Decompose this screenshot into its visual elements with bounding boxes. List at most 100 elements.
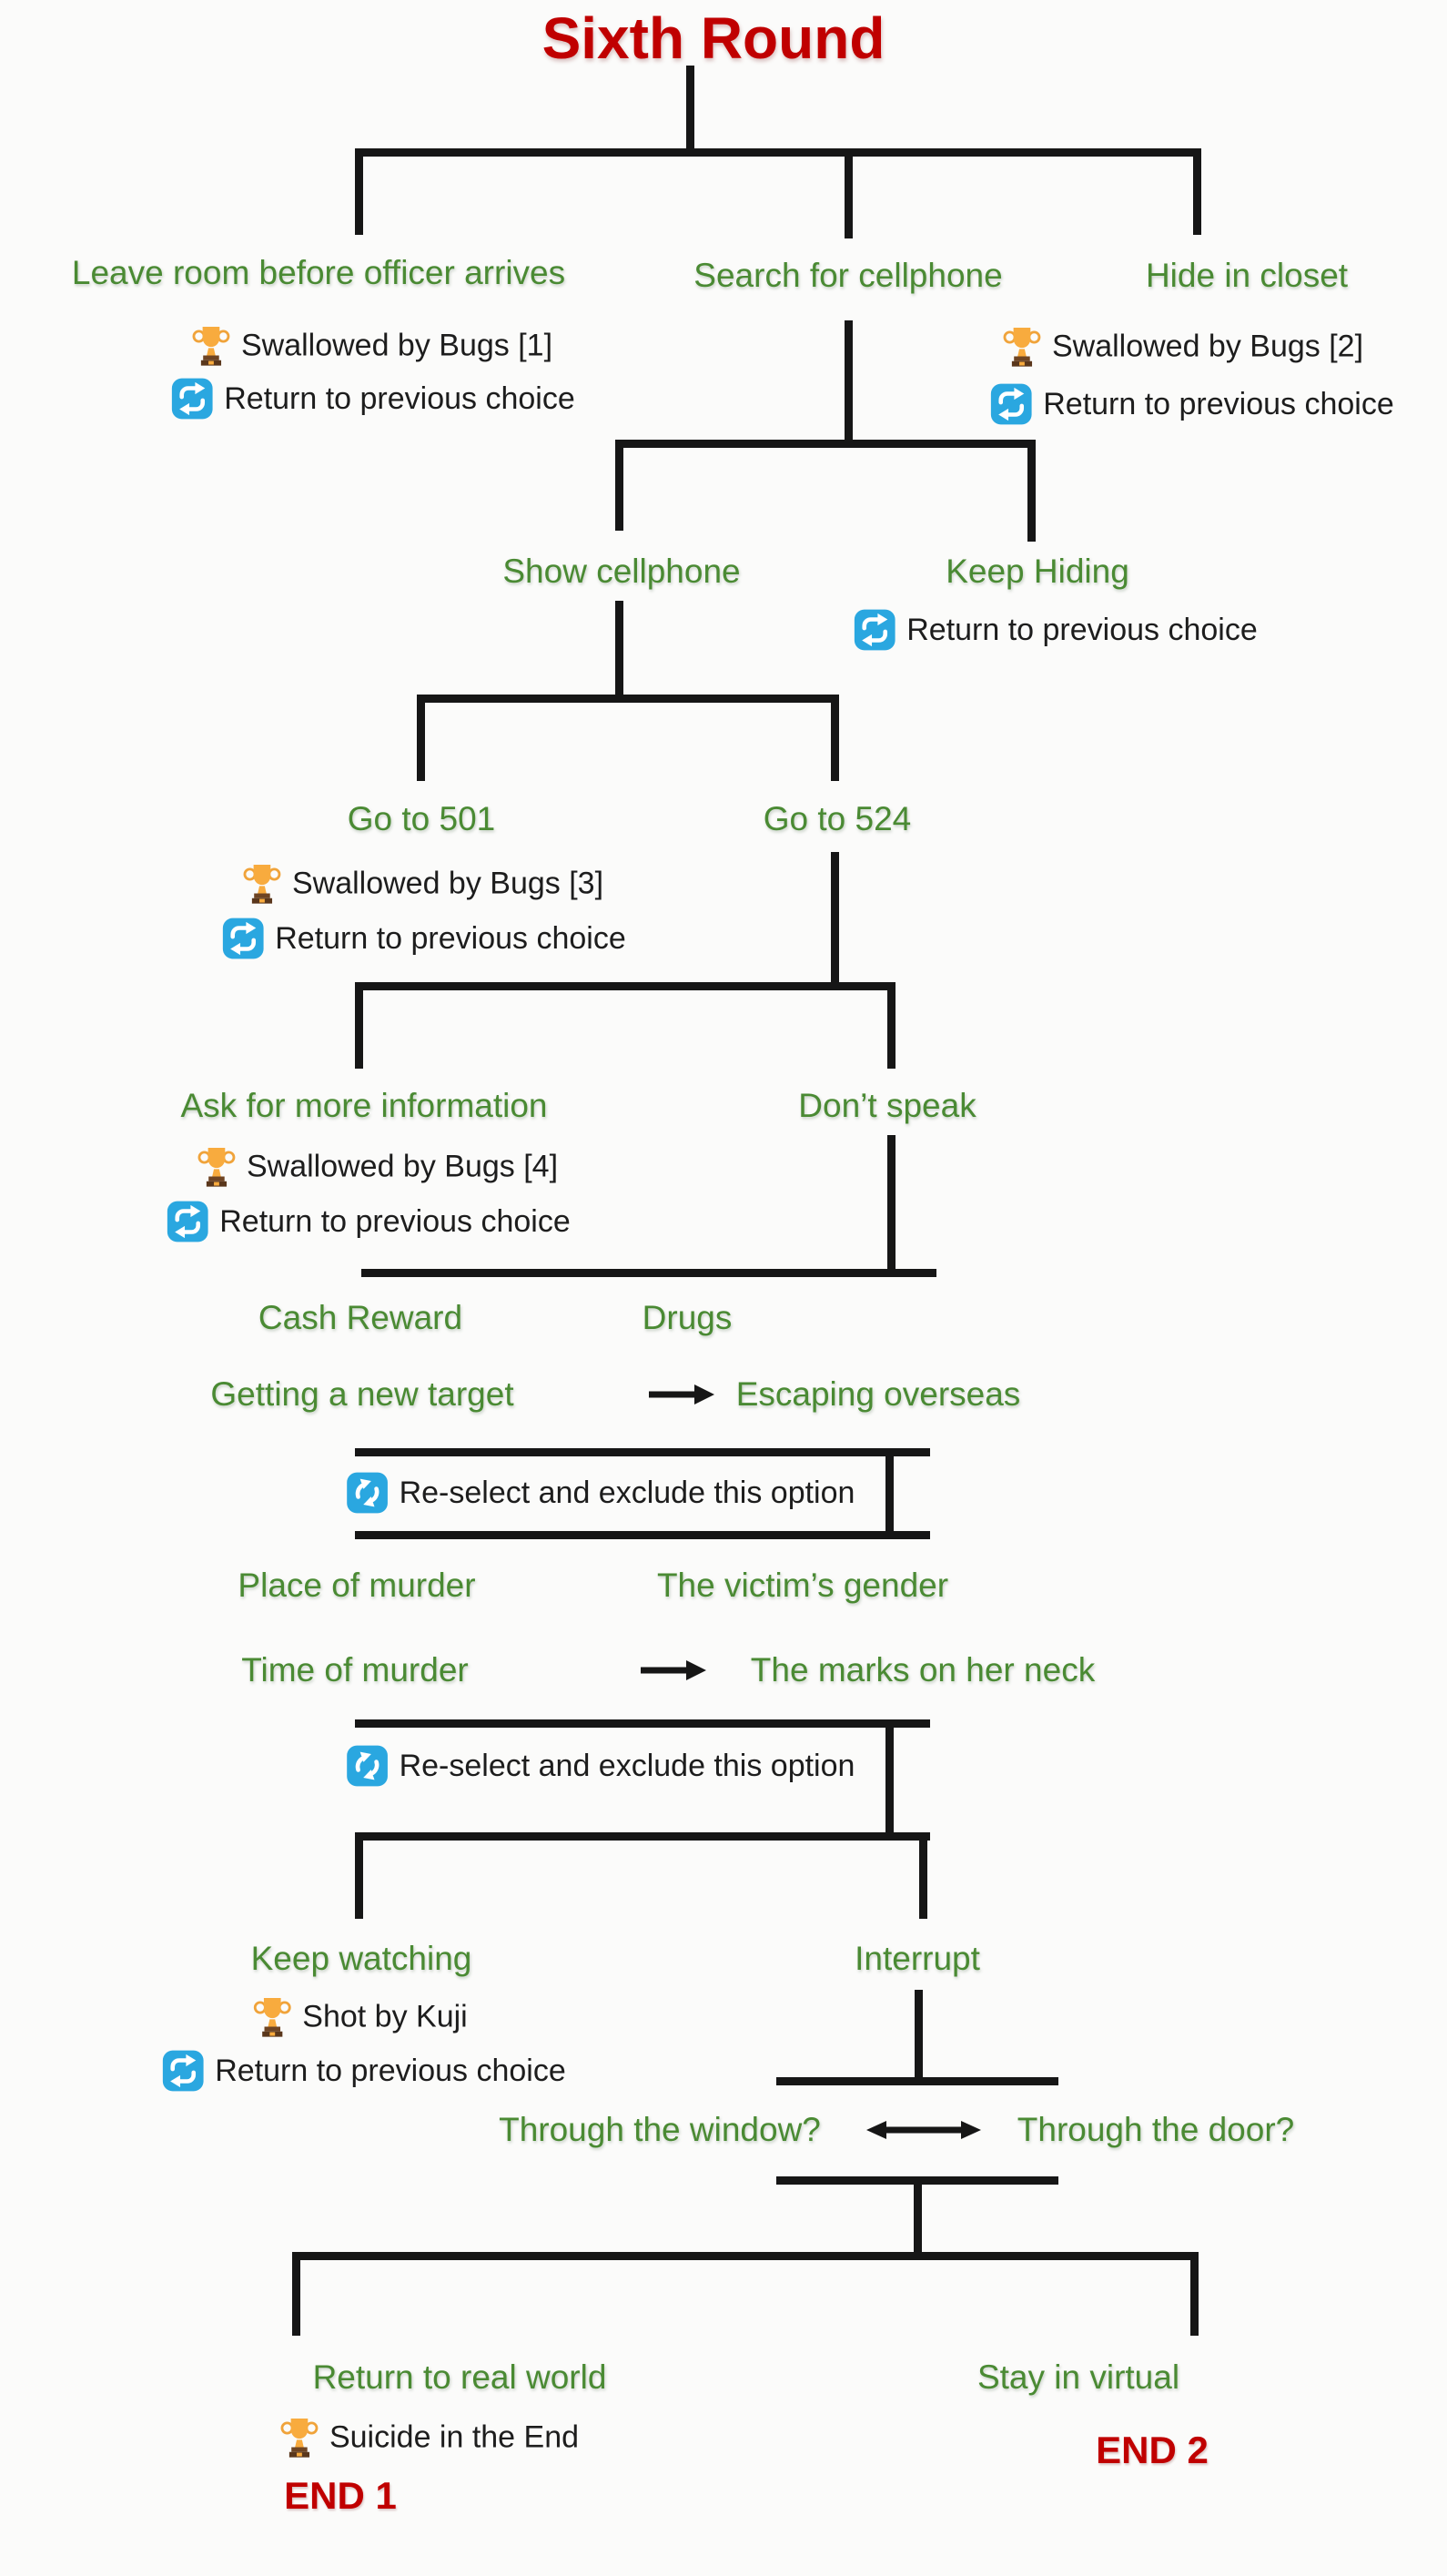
trophy-icon [1003, 326, 1041, 369]
tree-connector [1190, 2252, 1199, 2336]
tree-connector [615, 440, 623, 531]
return-label: Return to previous choice [1043, 386, 1394, 421]
return-label: Return to previous choice [215, 2053, 566, 2088]
return-note: Return to previous choice [162, 2050, 566, 2092]
tree-connector [776, 2077, 1058, 2085]
trophy-icon [192, 325, 230, 368]
choice-keep-hiding: Keep Hiding [946, 553, 1129, 590]
tree-connector [845, 148, 853, 238]
tree-connector [615, 601, 623, 703]
tree-connector [831, 852, 839, 990]
tree-connector [887, 982, 896, 1069]
choice-keep-watching: Keep watching [250, 1940, 472, 1977]
choice-through-door: Through the door? [1017, 2111, 1295, 2148]
tree-connector [355, 1832, 363, 1919]
ending-1-badge: END 1 [284, 2474, 397, 2517]
return-note: Return to previous choice [990, 383, 1394, 425]
repeat-icon [990, 383, 1032, 425]
topic-marks-neck: The marks on her neck [750, 1651, 1096, 1689]
achievement-swallowed-3: Swallowed by Bugs [3] [243, 863, 603, 906]
return-label: Return to previous choice [219, 1203, 571, 1239]
tree-connector [355, 1448, 930, 1456]
achievement-shot-by-kuji: Shot by Kuji [253, 1996, 468, 2039]
refresh-icon [347, 1472, 389, 1514]
choice-go-524: Go to 524 [763, 800, 912, 837]
achievement-suicide-end: Suicide in the End [280, 2417, 579, 2459]
choice-go-501: Go to 501 [347, 800, 496, 837]
return-note: Return to previous choice [171, 378, 575, 420]
choice-through-window: Through the window? [499, 2111, 821, 2148]
choice-leave-room: Leave room before officer arrives [71, 254, 566, 291]
tree-connector [885, 1719, 894, 1841]
trophy-icon [243, 863, 281, 906]
achievement-label: Swallowed by Bugs [2] [1051, 329, 1364, 364]
achievement-label: Swallowed by Bugs [3] [291, 866, 604, 901]
return-label: Return to previous choice [224, 380, 575, 416]
topic-cash-reward: Cash Reward [258, 1299, 463, 1336]
repeat-icon [162, 2050, 204, 2092]
tree-connector [355, 148, 1201, 157]
tree-connector [355, 1531, 930, 1539]
topic-escaping-overseas: Escaping overseas [735, 1375, 1021, 1413]
reselect-note: Re-select and exclude this option [347, 1472, 855, 1514]
tree-connector [914, 2176, 922, 2260]
tree-connector [361, 1269, 936, 1277]
repeat-icon [171, 378, 213, 420]
topic-place-murder: Place of murder [238, 1567, 476, 1604]
tree-connector [885, 1448, 894, 1539]
tree-connector [417, 695, 839, 703]
trophy-icon [280, 2417, 319, 2459]
achievement-label: Suicide in the End [329, 2419, 580, 2455]
ending-2-badge: END 2 [1096, 2429, 1209, 2471]
repeat-icon [854, 609, 896, 651]
repeat-icon [167, 1201, 208, 1242]
tree-connector [292, 2252, 1199, 2260]
double-arrow-icon [866, 2119, 981, 2141]
choice-search-cellphone: Search for cellphone [693, 257, 1003, 294]
tree-connector [915, 1990, 923, 2085]
page-title: Sixth Round [541, 5, 885, 71]
tree-connector [615, 440, 1036, 448]
choice-dont-speak: Don’t speak [798, 1087, 976, 1124]
achievement-swallowed-2: Swallowed by Bugs [2] [1003, 326, 1363, 369]
choice-ask-info: Ask for more information [180, 1087, 548, 1124]
tree-connector [355, 148, 363, 235]
refresh-icon [347, 1745, 389, 1787]
achievement-label: Swallowed by Bugs [1] [240, 328, 553, 363]
tree-connector [831, 695, 839, 781]
tree-connector [355, 982, 896, 990]
return-label: Return to previous choice [906, 612, 1258, 647]
reselect-label: Re-select and exclude this option [399, 1748, 855, 1783]
topic-drugs: Drugs [642, 1299, 733, 1336]
trophy-icon [197, 1146, 236, 1189]
return-note: Return to previous choice [167, 1201, 571, 1242]
achievement-swallowed-1: Swallowed by Bugs [1] [192, 325, 552, 368]
topic-time-murder: Time of murder [241, 1651, 469, 1689]
tree-connector [417, 695, 425, 781]
repeat-icon [222, 918, 264, 959]
tree-connector [845, 320, 853, 448]
reselect-note: Re-select and exclude this option [347, 1745, 855, 1787]
return-label: Return to previous choice [275, 920, 626, 956]
return-note: Return to previous choice [854, 609, 1258, 651]
tree-connector [1027, 440, 1036, 542]
topic-victims-gender: The victim’s gender [656, 1567, 949, 1604]
tree-connector [919, 1832, 927, 1919]
reselect-label: Re-select and exclude this option [399, 1475, 855, 1510]
return-note: Return to previous choice [222, 918, 626, 959]
achievement-label: Shot by Kuji [302, 1999, 468, 2034]
choice-hide-closet: Hide in closet [1145, 257, 1349, 294]
tree-connector [355, 1719, 930, 1728]
tree-connector [686, 66, 694, 153]
choice-interrupt: Interrupt [855, 1940, 980, 1977]
choice-show-cellphone: Show cellphone [502, 553, 741, 590]
choice-stay-virtual: Stay in virtual [976, 2358, 1180, 2396]
tree-connector [887, 1135, 896, 1277]
right-arrow-icon [649, 1384, 714, 1405]
right-arrow-icon [641, 1660, 706, 1680]
achievement-label: Swallowed by Bugs [4] [246, 1149, 559, 1184]
tree-connector [1193, 148, 1201, 235]
tree-connector [355, 982, 363, 1069]
achievement-swallowed-4: Swallowed by Bugs [4] [197, 1146, 558, 1189]
